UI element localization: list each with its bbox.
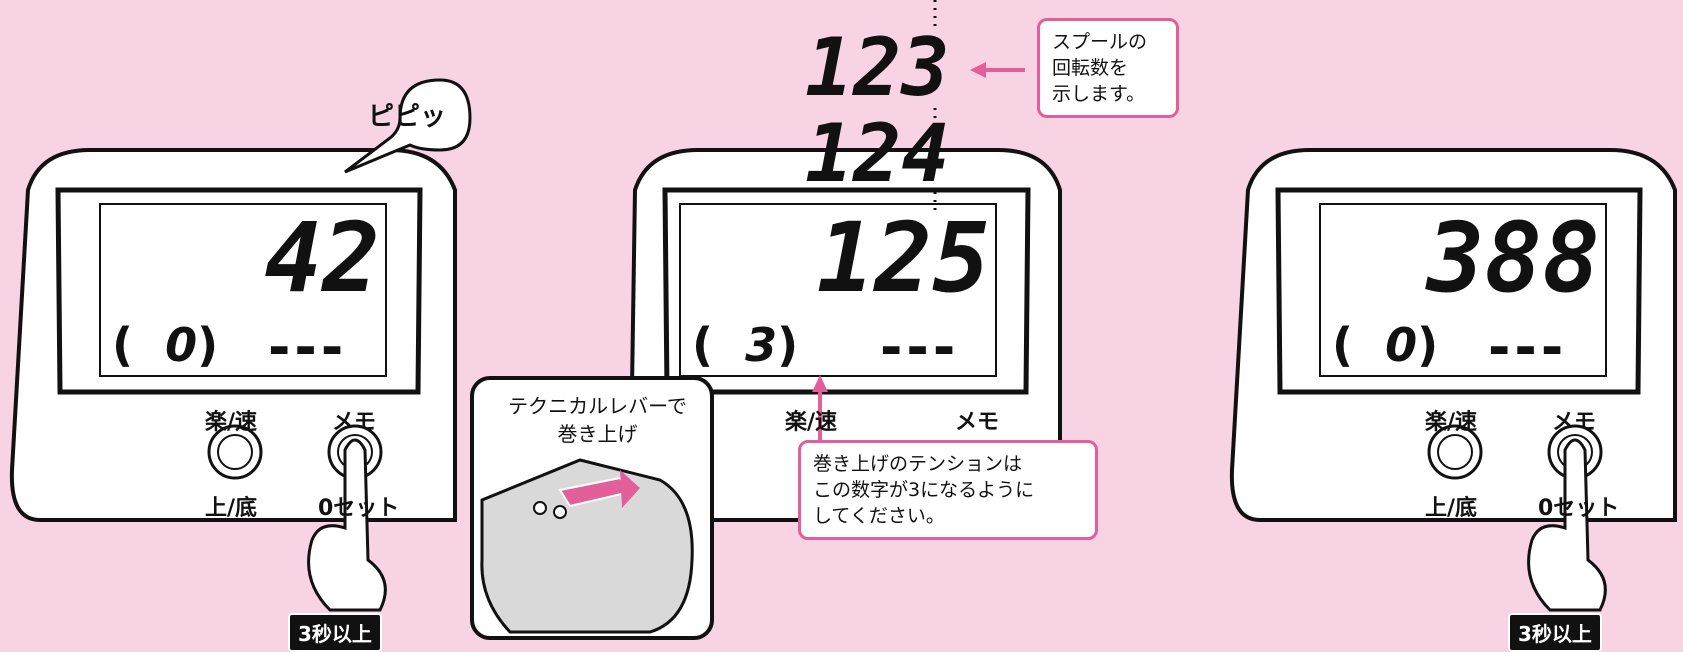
sub-display: ( 0) <box>1332 318 1439 372</box>
btn-right-bottom-label: 0セット <box>1538 496 1620 521</box>
sub-digit: 3 <box>745 318 778 372</box>
btn-right-top-label: メモ <box>955 410 1000 435</box>
counter-124: 124 <box>805 107 950 200</box>
hold-badge: 3秒以上 <box>288 613 382 652</box>
btn-left-top-label: 楽/速 <box>1425 410 1478 435</box>
dashes: --- <box>268 316 348 379</box>
btn-right-top-label: メモ <box>1552 410 1597 435</box>
panel-1: 42 ( 0) --- ピピッ 楽/速 メモ 上/底 0セット 3秒以上 <box>0 0 472 652</box>
dashes: --- <box>880 316 960 379</box>
hold-badge: 3秒以上 <box>1508 613 1602 652</box>
finger-press-icon <box>1527 438 1607 612</box>
spool-callout: スプールの 回転数を 示します。 <box>1037 18 1179 118</box>
btn-left-top-label: 楽/速 <box>205 410 258 435</box>
finger-press-icon <box>307 438 387 612</box>
main-digits: 42 <box>264 202 380 314</box>
sub-digit: 0 <box>165 318 198 372</box>
panel-3: 388 ( 0) --- 楽/速 メモ 上/底 0セット 3秒以上 <box>1220 0 1683 652</box>
counter-123: 123 <box>805 21 950 114</box>
device-outline <box>1229 148 1677 612</box>
sub-digit: 0 <box>1385 318 1418 372</box>
inset-caption: テクニカルレバーで 巻き上げ <box>508 394 687 446</box>
tension-callout: 巻き上げのテンションは この数字が3になるように してください。 <box>798 440 1098 540</box>
speech-bubble <box>344 78 472 174</box>
hand-lever-icon <box>480 458 694 634</box>
panel-2: 123 124 125 ( 3) --- 楽/速 メモ スプールの 回転数を 示… <box>470 0 1179 651</box>
btn-left-bottom-label: 上/底 <box>1425 496 1478 521</box>
sub-display: ( 3) <box>692 318 799 372</box>
btn-right-top-label: メモ <box>332 410 377 435</box>
sub-display: ( 0) <box>112 318 219 372</box>
speech-text: ピピッ <box>368 102 447 132</box>
main-digits: 125 <box>816 202 990 314</box>
dashes: --- <box>1488 316 1568 379</box>
device-outline <box>470 0 1062 640</box>
main-digits: 388 <box>1426 202 1600 314</box>
device-outline <box>9 78 472 612</box>
btn-left-bottom-label: 上/底 <box>205 496 258 521</box>
btn-left-top-label: 楽/速 <box>785 410 838 435</box>
btn-right-bottom-label: 0セット <box>318 496 400 521</box>
